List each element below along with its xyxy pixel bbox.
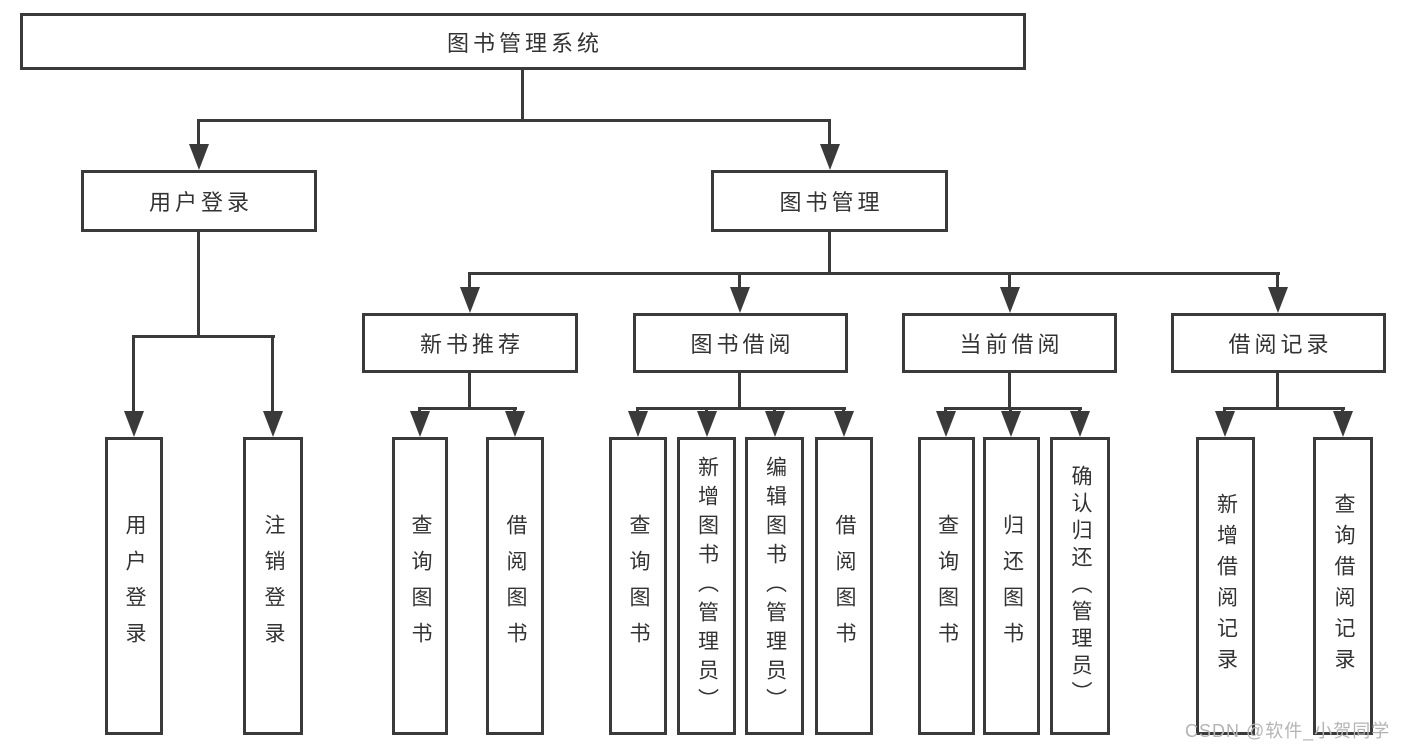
leaf-confirm-return-admin: 确认归还（管理员） <box>1050 437 1110 735</box>
leaf-borrow-book-2: 借阅图书 <box>815 437 873 735</box>
leaf-add-book-admin: 新增图书（管理员） <box>677 437 736 735</box>
connector-line <box>1276 272 1279 290</box>
leaf-add-book-admin-label: 新增图书（管理员） <box>695 455 719 717</box>
node-current-borrow: 当前借阅 <box>902 313 1117 373</box>
node-user-login-label: 用户登录 <box>148 190 253 215</box>
leaf-user-login-label: 用户登录 <box>123 514 146 658</box>
leaf-return-book-label: 归还图书 <box>1000 514 1024 658</box>
arrow-head <box>1215 411 1235 437</box>
connector-line <box>521 69 524 119</box>
leaf-query-book-1: 查询图书 <box>392 437 448 735</box>
leaf-query-book-1-label: 查询图书 <box>409 514 432 658</box>
connector-line <box>638 407 846 410</box>
arrow-head <box>1268 287 1288 313</box>
arrow-head <box>697 411 717 437</box>
arrow-head <box>765 411 785 437</box>
leaf-user-login: 用户登录 <box>105 437 163 735</box>
connector-line <box>133 335 275 338</box>
connector-line <box>468 373 471 407</box>
arrow-head <box>1070 411 1090 437</box>
arrow-head <box>820 144 840 170</box>
csdn-watermark: CSDN @软件_小贺同学 <box>1185 721 1391 741</box>
connector-line <box>271 335 274 413</box>
arrow-head <box>1001 411 1021 437</box>
connector-line <box>1276 373 1279 407</box>
connector-line <box>199 119 831 122</box>
leaf-query-book-3-label: 查询图书 <box>935 514 959 658</box>
arrow-head <box>1333 411 1353 437</box>
node-book-management-label: 图书管理 <box>779 190 884 215</box>
connector-line <box>1008 373 1011 407</box>
leaf-confirm-return-admin-label: 确认归还（管理员） <box>1069 464 1092 708</box>
connector-line <box>738 272 741 290</box>
connector-line <box>828 119 831 149</box>
leaf-return-book: 归还图书 <box>983 437 1040 735</box>
connector-line <box>468 272 471 290</box>
arrow-head <box>936 411 956 437</box>
connector-line <box>1225 407 1345 410</box>
leaf-edit-book-admin-label: 编辑图书（管理员） <box>763 455 787 717</box>
arrow-head <box>410 411 430 437</box>
arrow-head <box>505 411 525 437</box>
connector-line <box>197 232 200 335</box>
leaf-query-book-3: 查询图书 <box>918 437 975 735</box>
node-borrow-records-label: 借阅记录 <box>1228 332 1333 357</box>
node-book-management: 图书管理 <box>711 170 948 232</box>
leaf-logout-label: 注销登录 <box>262 514 285 658</box>
connector-line <box>470 272 1280 275</box>
node-root-label: 图书管理系统 <box>446 30 603 56</box>
connector-line <box>946 407 1082 410</box>
node-new-book-recommend-label: 新书推荐 <box>419 332 524 357</box>
connector-line <box>738 373 741 407</box>
node-user-login: 用户登录 <box>81 170 317 232</box>
arrow-head <box>730 287 750 313</box>
connector-line <box>197 119 200 149</box>
leaf-query-book-2-label: 查询图书 <box>627 514 650 658</box>
leaf-logout: 注销登录 <box>243 437 303 735</box>
arrow-head <box>460 287 480 313</box>
arrow-head <box>189 144 209 170</box>
node-new-book-recommend: 新书推荐 <box>362 313 578 373</box>
arrow-head <box>628 411 648 437</box>
leaf-edit-book-admin: 编辑图书（管理员） <box>745 437 804 735</box>
leaf-borrow-book-2-label: 借阅图书 <box>833 514 856 658</box>
node-book-borrow: 图书借阅 <box>633 313 848 373</box>
leaf-query-book-2: 查询图书 <box>609 437 667 735</box>
leaf-add-borrow-record-label: 新增借阅记录 <box>1214 493 1238 679</box>
leaf-borrow-book-1-label: 借阅图书 <box>504 514 527 658</box>
arrow-head <box>263 411 283 437</box>
node-borrow-records: 借阅记录 <box>1171 313 1386 373</box>
arrow-head <box>124 411 144 437</box>
leaf-borrow-book-1: 借阅图书 <box>486 437 544 735</box>
connector-line <box>828 232 831 272</box>
connector-line <box>132 335 135 413</box>
node-root: 图书管理系统 <box>20 13 1026 70</box>
node-current-borrow-label: 当前借阅 <box>959 332 1064 357</box>
leaf-query-borrow-record-label: 查询借阅记录 <box>1332 493 1355 679</box>
arrow-head <box>834 411 854 437</box>
leaf-add-borrow-record: 新增借阅记录 <box>1196 437 1255 735</box>
leaf-query-borrow-record: 查询借阅记录 <box>1313 437 1373 735</box>
node-book-borrow-label: 图书借阅 <box>690 332 795 357</box>
connector-line <box>420 407 517 410</box>
connector-line <box>1008 272 1011 290</box>
arrow-head <box>1000 287 1020 313</box>
